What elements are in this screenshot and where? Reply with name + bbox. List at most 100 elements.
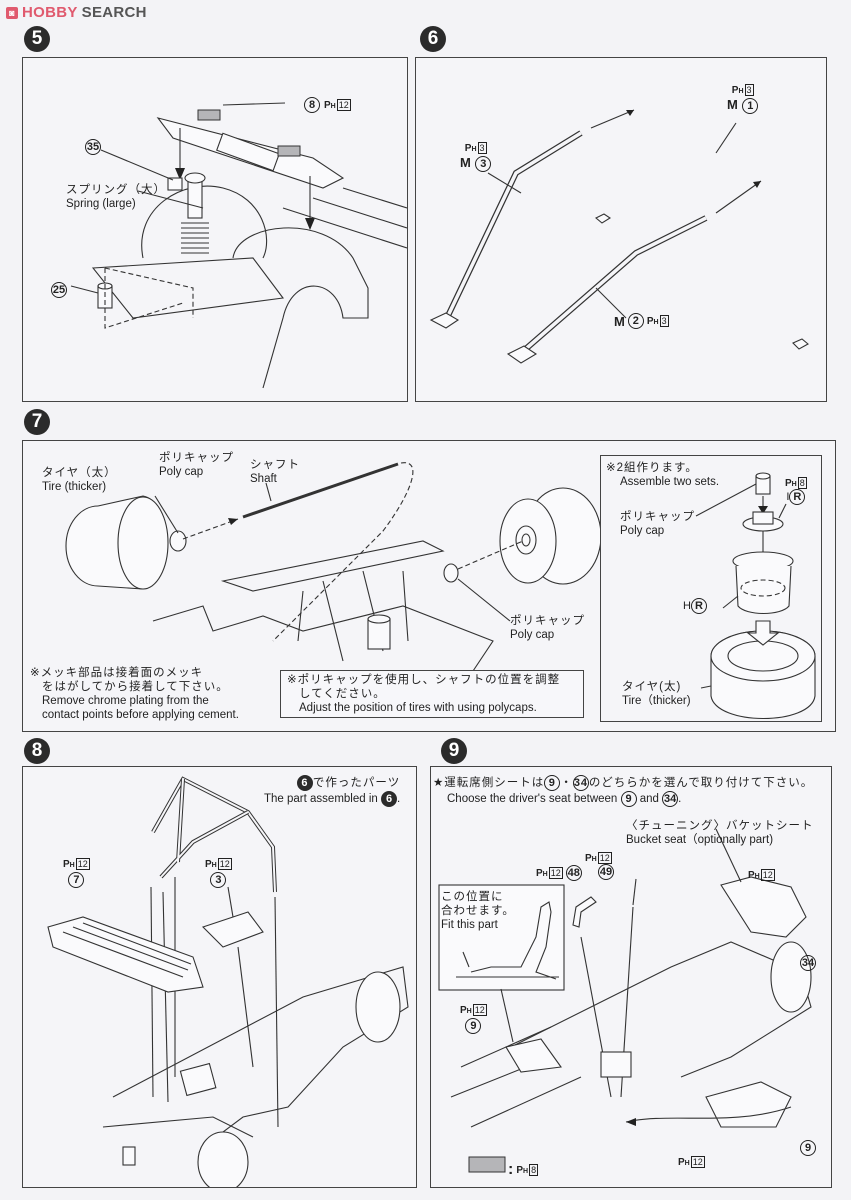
bucket-seat-label: 〈チューニング〉バケットシート Bucket seat（optionally p…: [626, 820, 814, 846]
inset-polycap-label: ポリキャップ Poly cap: [620, 511, 695, 537]
roll-cage: [429, 97, 809, 364]
step-9-illustration: [438, 828, 812, 1173]
step-8-number: 8: [24, 738, 50, 764]
step-6-illustration: [429, 97, 809, 364]
inset-illustration: [695, 472, 816, 719]
foot-4: [595, 213, 612, 224]
polycap-right: [443, 563, 459, 583]
part-8-number: 8: [304, 97, 320, 113]
part-9b-label: 9: [800, 1138, 816, 1156]
dashed-path: [182, 518, 239, 540]
tire-label-en: Tire (thicker): [42, 481, 107, 493]
bucket-seat-34: [715, 828, 807, 938]
shaft: [242, 462, 399, 519]
part-7-floor-mat: [47, 916, 204, 993]
leader-m1: [715, 122, 737, 154]
leader-8: [222, 102, 286, 106]
side-lines: [282, 187, 407, 249]
chrome-note: ※メッキ部品は接着面のメッキ をはがしてから接着して下さい。 Remove ch…: [30, 667, 239, 721]
part-49-label: 49: [598, 864, 614, 880]
part-48: [572, 896, 597, 928]
foot-2: [506, 345, 538, 364]
step-6-panel: [415, 57, 827, 402]
leader-polycap-right: [457, 578, 511, 622]
leader-i: [778, 503, 787, 519]
chassis-9: [450, 941, 812, 1128]
part-35-shape: [167, 177, 183, 191]
tire-right: [499, 487, 602, 585]
step-5-illustration: [70, 102, 407, 389]
chassis-body: [102, 966, 409, 1187]
tire-label-jp: タイヤ（太）: [42, 467, 117, 479]
leader-m2: [595, 287, 627, 319]
adjust-note: ※ポリキャップを使用し、シャフトの位置を調整 してください。 Adjust th…: [280, 670, 584, 718]
leader-tire: [700, 685, 712, 689]
seat-9-top: [505, 1038, 562, 1073]
part-25-label: 25: [51, 282, 67, 298]
spring-label: スプリング（大） Spring (large): [66, 183, 166, 211]
step-8-panel: [22, 766, 417, 1188]
dashed-guide-shaft: [272, 462, 414, 642]
arrow-head: [175, 168, 185, 180]
spring-label-jp: スプリング（大）: [66, 184, 166, 196]
dashed-guide: [104, 267, 194, 329]
step-5-number: 5: [24, 26, 50, 52]
leader-spring: [137, 190, 204, 209]
leader-35: [100, 149, 174, 181]
step-7-number: 7: [24, 409, 50, 435]
leader-m3: [487, 172, 522, 194]
polycap-label-jp: ポリキャップ: [159, 452, 234, 464]
polycap-label: ポリキャップ Poly cap: [159, 451, 234, 479]
polycap-left: [154, 495, 187, 552]
inset-tire-label: タイヤ(太) Tire（thicker): [622, 681, 691, 707]
tire-left: [65, 495, 169, 590]
shaft-label-en: Shaft: [250, 473, 277, 485]
brand-a: HOBBY: [22, 4, 78, 21]
shaft-label: シャフト Shaft: [250, 458, 300, 486]
arrow-m2: [715, 180, 762, 214]
step-8-illustration: [47, 776, 409, 1187]
vent-right: [277, 145, 301, 157]
polycap2-label-en: Poly cap: [510, 629, 555, 641]
watermark-logo: ◙ HOBBY SEARCH: [6, 4, 147, 21]
cover-ridge: [216, 132, 280, 172]
leader-polycap: [695, 483, 757, 517]
inset-note: ※2組作ります。 Assemble two sets.: [606, 462, 720, 488]
tube-m2: [519, 215, 708, 356]
arrow-seat: [625, 1106, 792, 1123]
foot-3: [792, 338, 809, 350]
polycap2-label: ポリキャップ Poly cap: [510, 614, 585, 642]
brand-b: SEARCH: [81, 4, 147, 21]
roll-cage-assembled: [151, 776, 277, 893]
hobbysearch-logo-icon: ◙: [6, 6, 18, 19]
tire-label: タイヤ（太） Tire (thicker): [42, 466, 117, 494]
chassis: [152, 540, 494, 692]
step-7-inset-panel: [600, 455, 822, 722]
fit-inset-box: [438, 884, 565, 991]
polycap2-label-jp: ポリキャップ: [510, 615, 585, 627]
part-35-label: 35: [85, 139, 101, 155]
step-6-number: 6: [420, 26, 446, 52]
leader-25: [70, 285, 99, 294]
step-5-panel: [22, 57, 408, 402]
spring-large: [181, 172, 209, 254]
part-3-pedal: [201, 886, 264, 948]
part-34-label: 34: [800, 955, 816, 971]
fender-arch: [232, 227, 369, 389]
